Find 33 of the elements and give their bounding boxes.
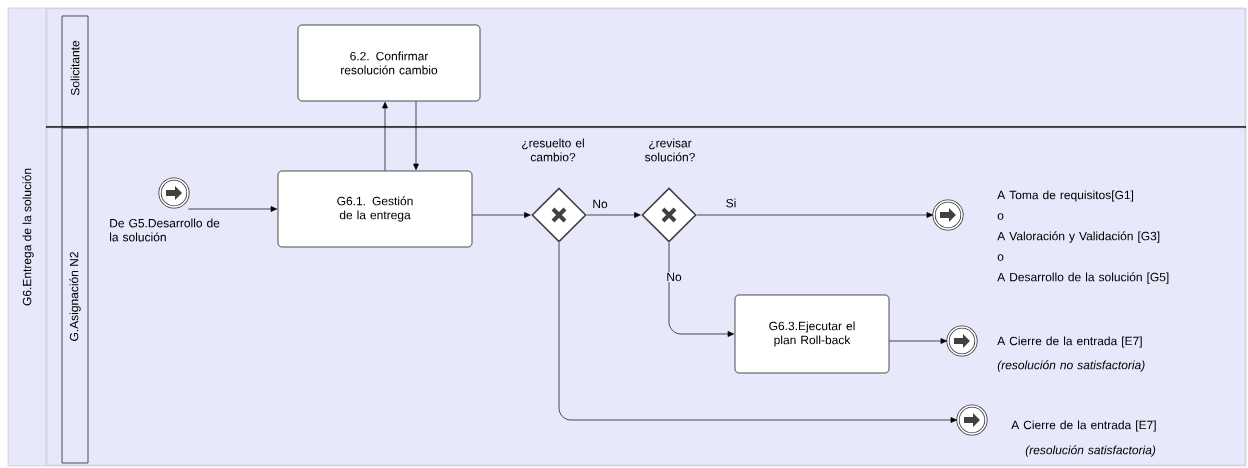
event-label: A Cierre de la entrada [E7] [997,336,1142,348]
event-label: ¿resuelto el cambio? [522,138,584,162]
end-event [956,404,988,436]
arrow [889,338,948,344]
event-label: o [997,254,1004,261]
arrow [586,212,641,218]
event-label: De G5.Desarrollo de la solución [110,218,220,242]
task-box: G6.3.Ejecutar el plan Roll-back [734,294,890,374]
arrow [696,212,934,218]
gateway-diamond [531,187,587,243]
gateway-diamond [641,187,697,243]
end-event [946,325,978,357]
arrow [413,101,419,171]
event-label: A Valoración y Validación [G3] [997,231,1160,243]
edge-label: No [665,271,683,283]
event-label: A Desarrollo de la solución [G5] [997,272,1169,284]
arrow [382,101,388,171]
event-label: (resolución satisfactoria) [1025,445,1156,457]
task-box: G6.1. Gestión de la entrega [277,170,473,248]
end-event [932,199,964,231]
arrow [472,212,531,218]
event-label: o [997,213,1004,220]
arrow [668,242,735,337]
event-label: A Cierre de la entrada [E7] [1011,420,1156,432]
event-label: ¿revisar solución? [645,138,695,162]
event-label: A Toma de requisitos[G1] [997,190,1134,202]
task-box: 6.2. Confirmar resolución cambio [297,24,481,102]
end-event [158,177,190,209]
arrow [558,242,958,423]
arrow [188,206,278,212]
edge-label: Si [724,197,738,209]
edge-label: No [591,198,609,210]
event-label: (resolución no satisfactoria) [997,360,1145,372]
